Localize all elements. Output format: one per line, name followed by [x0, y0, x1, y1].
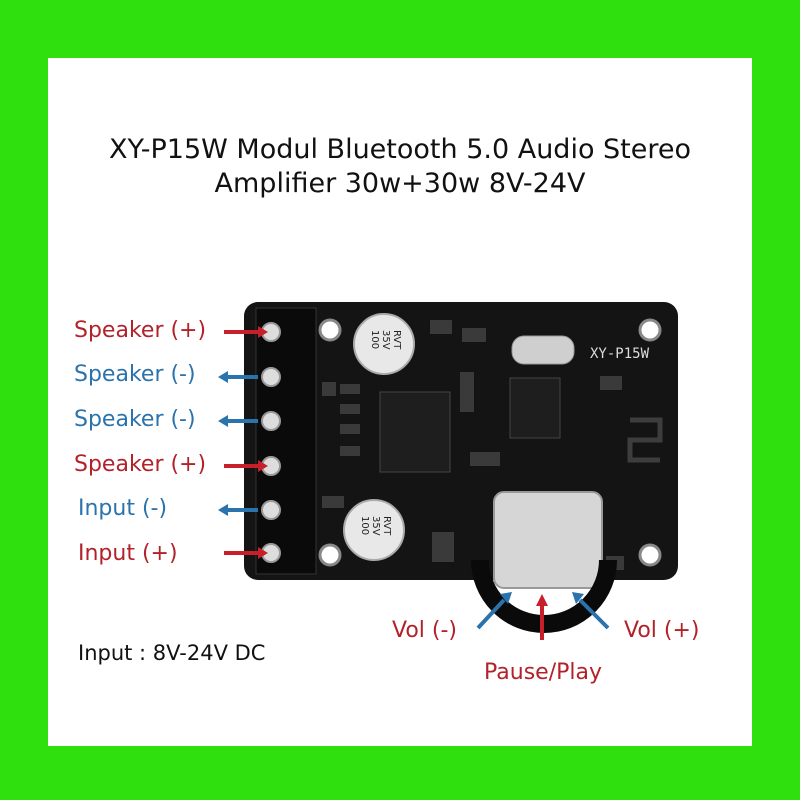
- antenna-trace: [627, 417, 663, 463]
- bluetooth-chip: [509, 377, 561, 439]
- capacitor-bottom: [343, 499, 405, 561]
- mounting-hole: [638, 543, 662, 567]
- terminal-label-input-plus: Input (+): [78, 541, 178, 566]
- control-arrows: [476, 592, 610, 640]
- cap-bottom-marking: 35V: [370, 516, 381, 536]
- terminal-block: [255, 307, 317, 575]
- cap-top-marking: 35V: [380, 330, 391, 350]
- terminal-label-speaker-plus-1: Speaker (+): [74, 318, 207, 343]
- capacitor-top: [353, 313, 415, 375]
- title-line-1: XY-P15W Modul Bluetooth 5.0 Audio Stereo: [108, 134, 692, 165]
- title-line-2: Amplifier 30w+30w 8V-24V: [214, 168, 586, 199]
- mounting-hole: [318, 318, 342, 342]
- crystal: [511, 335, 575, 365]
- cap-bottom-marking: RVT: [381, 516, 392, 536]
- terminal-arrows: [218, 326, 268, 559]
- smd-components: [322, 320, 624, 570]
- mounting-hole: [318, 543, 342, 567]
- board-silkscreen: XY-P15W: [590, 346, 650, 362]
- cap-bottom-marking: 100: [359, 516, 370, 535]
- input-voltage-note: Input : 8V-24V DC: [78, 641, 266, 665]
- terminal-label-speaker-minus-1: Speaker (-): [74, 362, 196, 387]
- amplifier-chip: [379, 391, 451, 473]
- cap-top-marking: RVT: [391, 330, 402, 350]
- terminal-label-speaker-minus-2: Speaker (-): [74, 407, 196, 432]
- terminal-label-speaker-plus-2: Speaker (+): [74, 452, 207, 477]
- pause-play-label: Pause/Play: [484, 660, 602, 685]
- vol-down-label: Vol (-): [392, 618, 458, 643]
- mounting-hole: [638, 318, 662, 342]
- vol-up-label: Vol (+): [624, 618, 700, 643]
- terminal-label-input-minus: Input (-): [78, 496, 168, 521]
- cap-top-marking: 100: [369, 330, 380, 349]
